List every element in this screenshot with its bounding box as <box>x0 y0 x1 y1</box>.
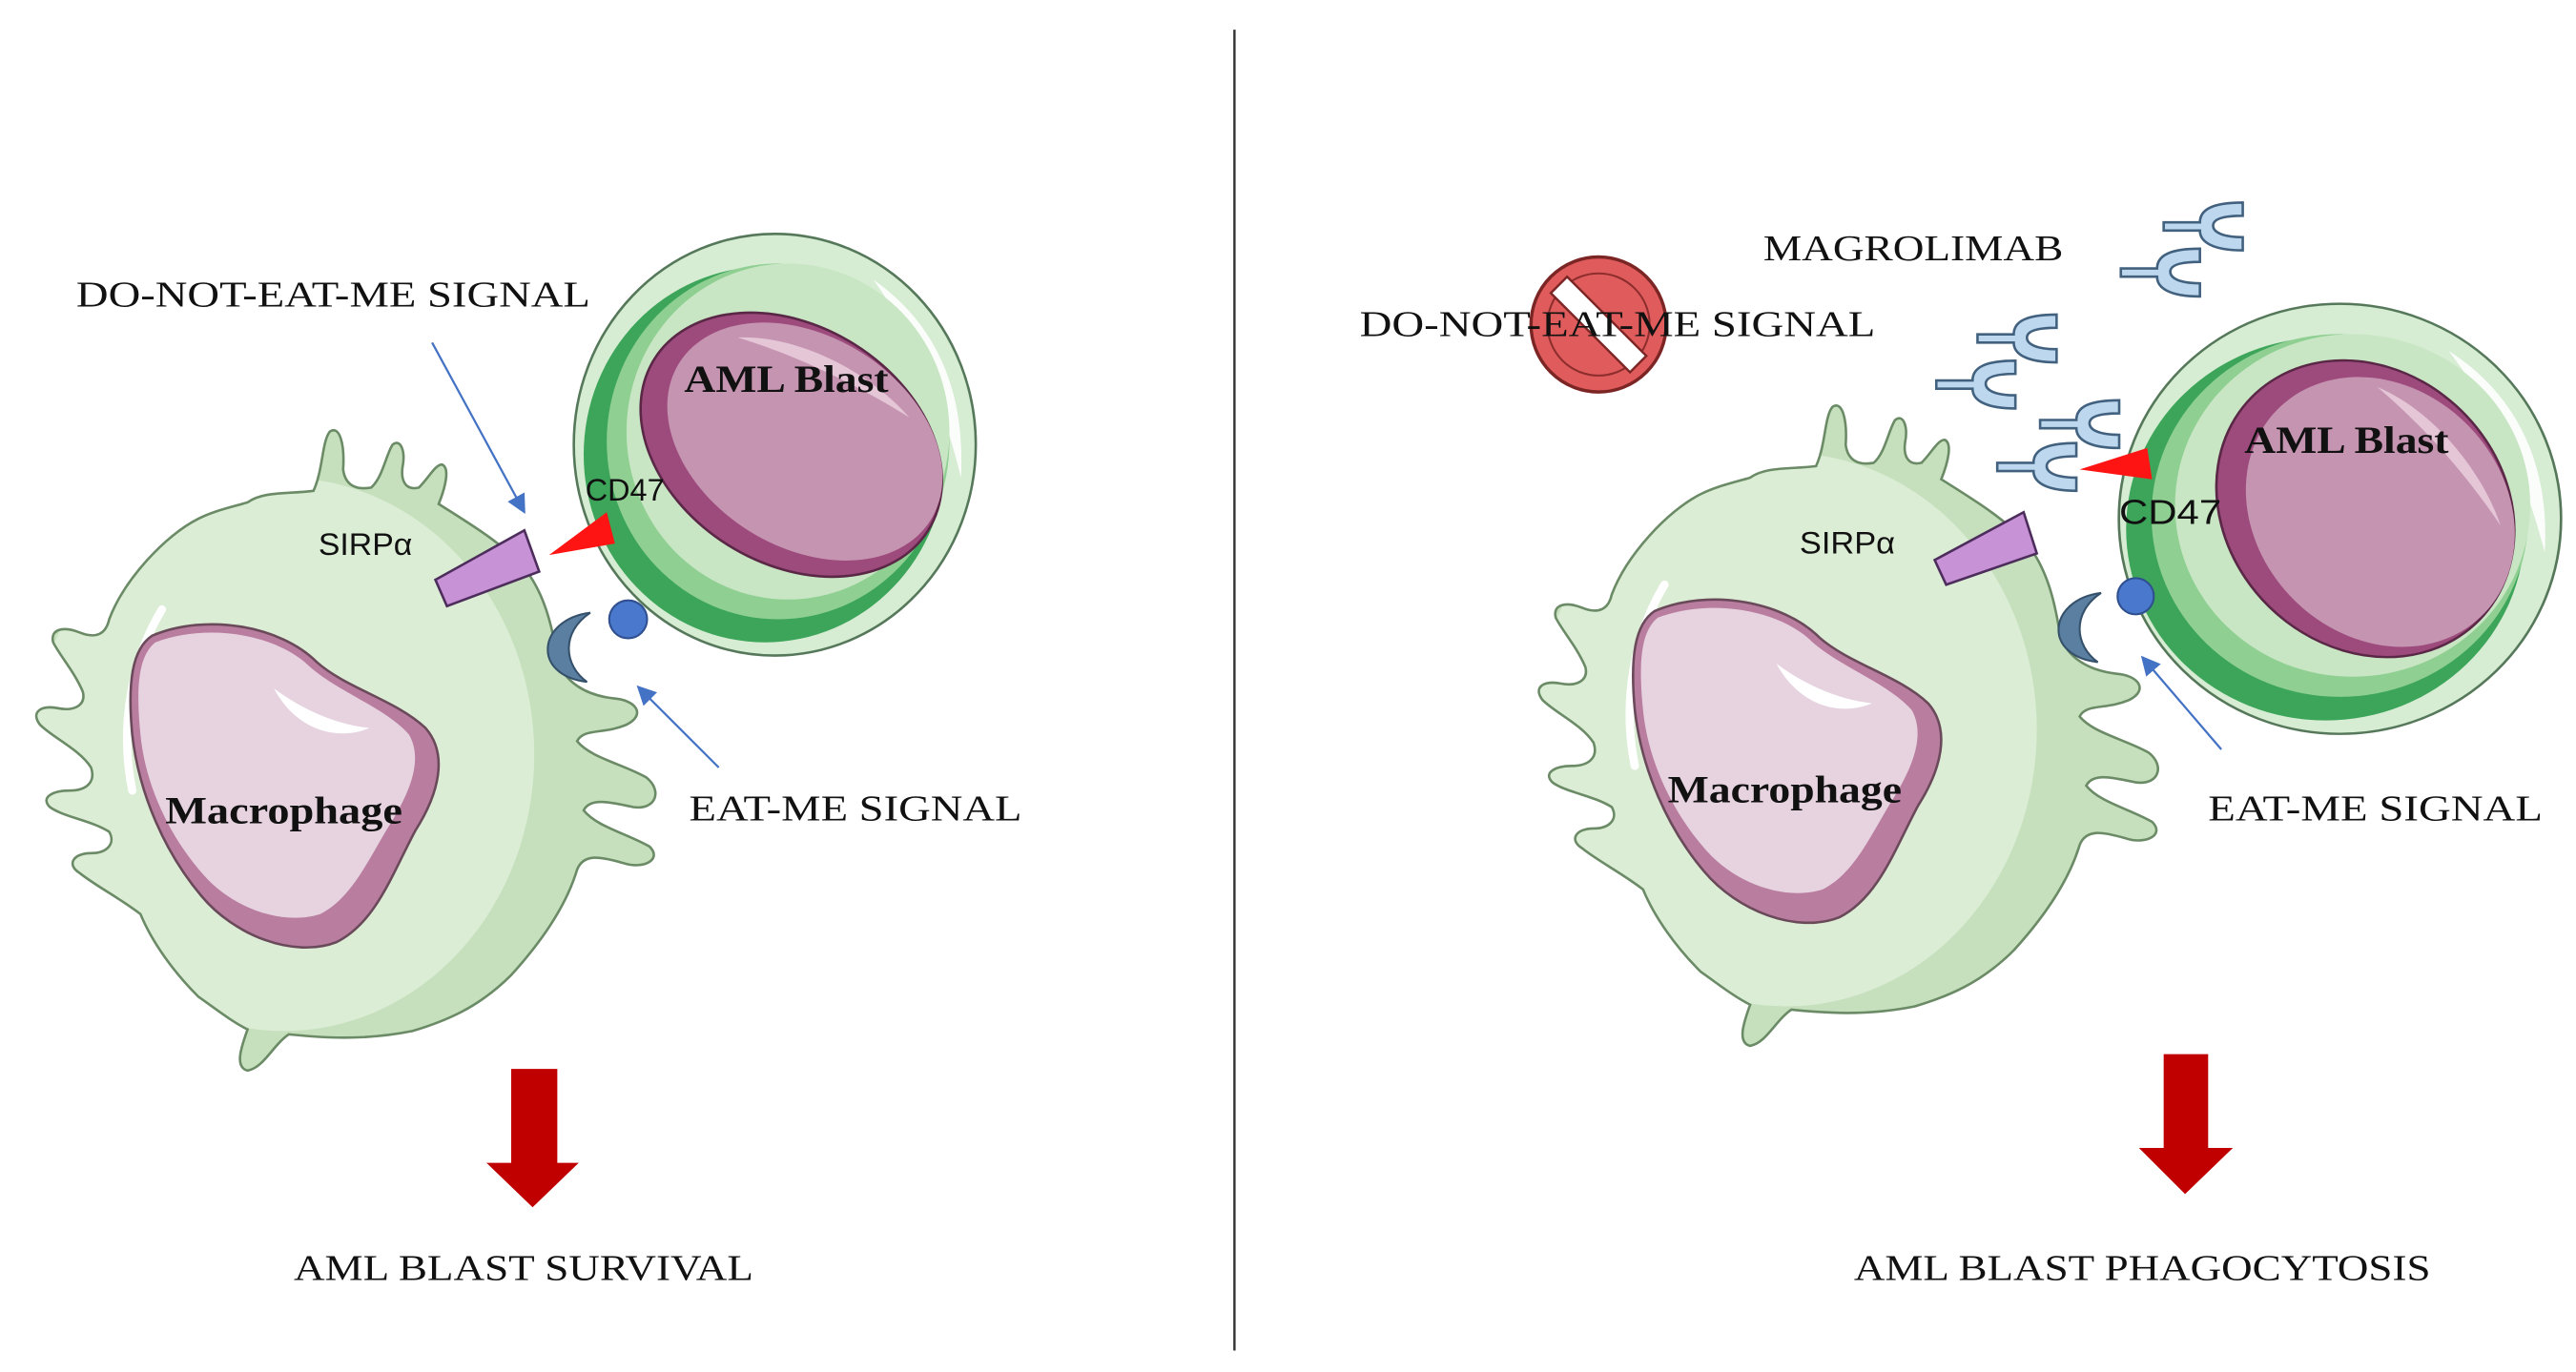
eat-me-label: EAT-ME SIGNAL <box>2208 788 2543 829</box>
outcome-label: AML BLAST PHAGOCYTOSIS <box>1854 1248 2431 1288</box>
prohibition-icon <box>1529 255 1668 394</box>
left-panel: DO-NOT-EAT-ME SIGNAL AML Blast CD47 SIRP… <box>34 233 1022 1288</box>
do-not-eat-me-arrow-icon <box>431 341 526 515</box>
antibody-icon <box>2162 201 2244 252</box>
macrophage-label: Macrophage <box>1668 768 1902 810</box>
eat-me-receptor <box>546 611 591 684</box>
blast-nucleus <box>2215 358 2516 659</box>
eat-me-ligand <box>2116 577 2155 616</box>
antibody-icon <box>2038 399 2121 450</box>
macrophage-cell <box>34 428 657 1073</box>
cd47-label: CD47 <box>586 472 665 507</box>
down-arrow-icon <box>486 1069 579 1208</box>
macrophage-label: Macrophage <box>165 790 402 832</box>
sirpa-label: SIRPα <box>1800 524 1895 560</box>
drug-label: MAGROLIMAB <box>1763 229 2063 269</box>
right-panel: MAGROLIMAB DO-NOT-EAT-ME SIGNAL AML Blas… <box>1360 201 2563 1288</box>
aml-blast-cell <box>2117 302 2563 735</box>
macrophage-cell <box>1537 404 2160 1048</box>
antibody-icon <box>1934 359 2017 410</box>
blast-nucleus <box>639 311 943 579</box>
down-arrow-icon <box>2138 1054 2234 1195</box>
aml-blast-cell <box>572 233 978 657</box>
antibody-icon <box>1976 313 2058 364</box>
eat-me-label: EAT-ME SIGNAL <box>690 788 1022 829</box>
do-not-eat-me-label: DO-NOT-EAT-ME SIGNAL <box>1360 304 1876 344</box>
eat-me-arrow-icon <box>2140 655 2222 750</box>
sirpa-label: SIRPα <box>319 526 412 562</box>
sirpa-receptor <box>433 528 542 608</box>
cd47-label: CD47 <box>2119 492 2221 531</box>
antibody-icon <box>2119 247 2201 298</box>
eat-me-arrow-icon <box>636 685 720 768</box>
cd47-ligand <box>548 512 615 556</box>
macrophage-nucleus <box>129 623 441 950</box>
blast-label: AML Blast <box>2244 420 2449 461</box>
eat-me-ligand <box>608 599 649 640</box>
blast-label: AML Blast <box>684 358 889 400</box>
cd47-ligand <box>2079 447 2153 480</box>
sirpa-receptor <box>1932 510 2039 586</box>
macrophage-nucleus <box>1631 598 1943 925</box>
eat-me-receptor <box>2057 591 2102 664</box>
do-not-eat-me-label: DO-NOT-EAT-ME SIGNAL <box>76 275 590 315</box>
antibody-icon <box>1995 441 2078 493</box>
outcome-label: AML BLAST SURVIVAL <box>294 1248 753 1288</box>
